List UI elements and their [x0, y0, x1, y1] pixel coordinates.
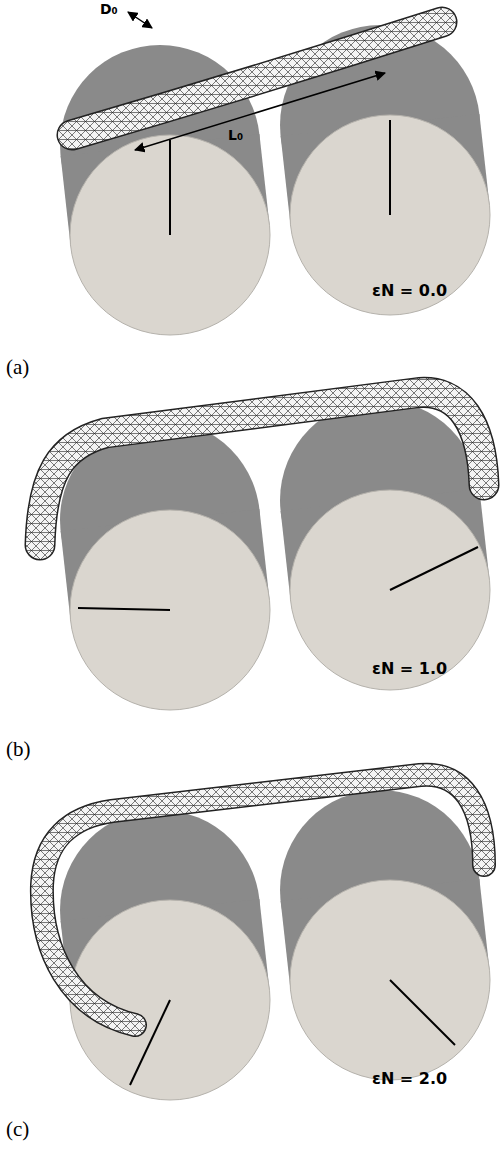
rotation-mark	[390, 547, 478, 590]
panel-label: (b)	[6, 738, 31, 761]
meshed-strip	[72, 22, 442, 135]
panel-a	[60, 12, 490, 335]
roller	[60, 420, 270, 710]
panel-label: (a)	[6, 356, 29, 379]
panel-c	[42, 775, 490, 1100]
dimension-label: L₀	[228, 128, 243, 143]
rotation-mark	[78, 608, 170, 610]
dimension-arrow	[135, 73, 385, 150]
rotation-mark	[390, 980, 455, 1045]
meshed-strip	[42, 775, 484, 1025]
strip-outline	[42, 775, 484, 1025]
rotation-mark	[169, 140, 171, 235]
strain-label: εN = 2.0	[372, 1070, 447, 1088]
strain-label: εN = 0.0	[372, 282, 447, 300]
roller	[280, 790, 490, 1080]
dimension-label: D₀	[100, 2, 118, 17]
strip-outline	[40, 392, 484, 545]
panel-b	[40, 392, 490, 710]
rotation-mark	[389, 120, 391, 215]
meshed-strip	[40, 392, 484, 545]
strip-outline	[72, 22, 442, 135]
dimension-arrow	[128, 12, 152, 28]
panel-label: (c)	[6, 1118, 29, 1141]
roller	[280, 400, 490, 690]
strain-label: εN = 1.0	[372, 660, 447, 678]
roller	[60, 810, 270, 1100]
rotation-mark	[130, 1000, 170, 1085]
